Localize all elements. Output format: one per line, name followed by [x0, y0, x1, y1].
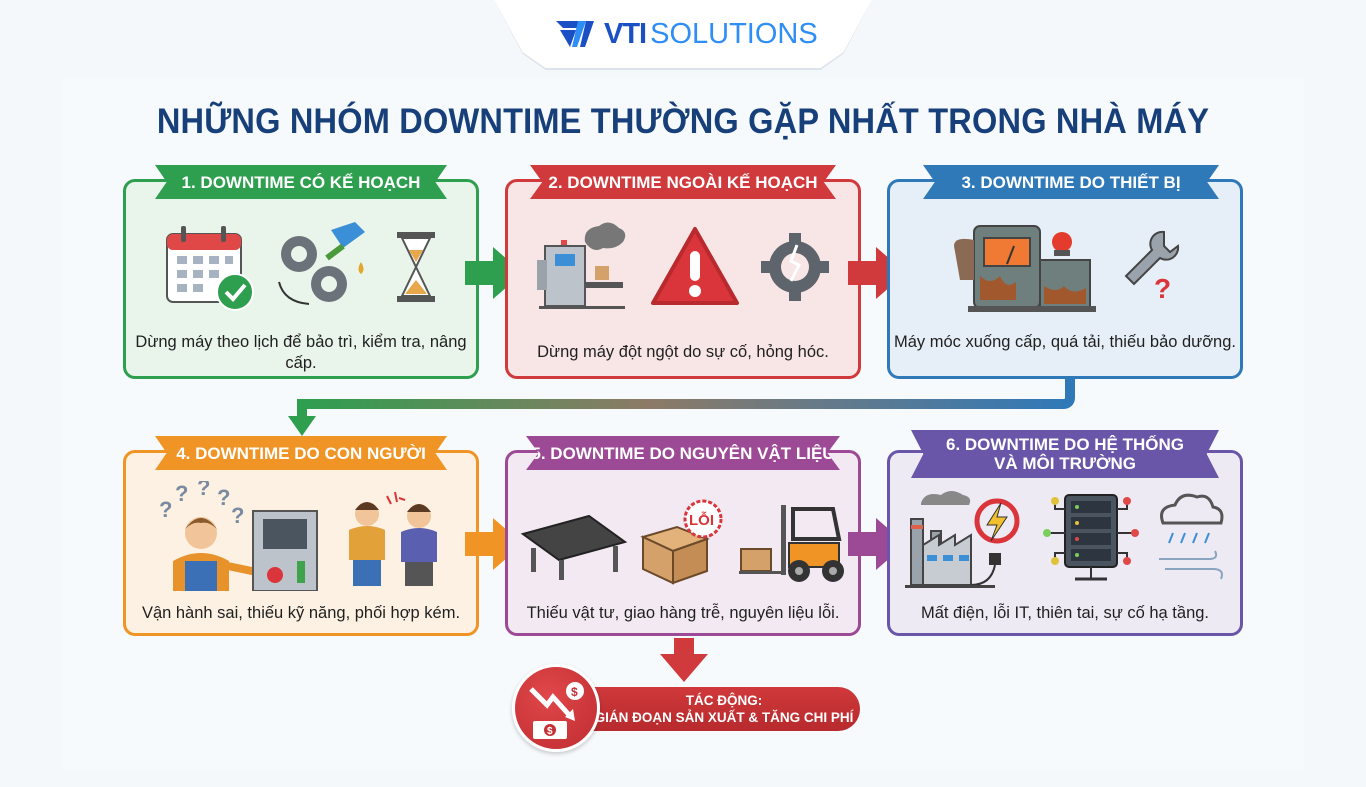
card-planned-downtime: Dừng máy theo lịch để bảo trì, kiểm tra,…: [123, 179, 479, 379]
calendar-check-icon: [166, 226, 254, 311]
logo-vti-text: VTI: [604, 17, 647, 50]
card-equipment-downtime: ? Máy móc xuống cấp, quá tải, thiếu bảo …: [887, 179, 1243, 379]
logo-tab: [492, 0, 874, 68]
card-system-environment-downtime: Mất điện, lỗi IT, thiên tai, sự cố hạ tầ…: [887, 450, 1243, 636]
hourglass-icon: [397, 232, 435, 302]
card-description: Mất điện, lỗi IT, thiên tai, sự cố hạ tầ…: [920, 604, 1210, 622]
factory-power-icon: [905, 491, 1020, 588]
forklift-icon: [739, 505, 844, 582]
card-material-downtime: LỖI Thiếu vật tư, giao hàng trễ, nguyên …: [505, 450, 861, 636]
rusty-machine-icon: [954, 225, 1096, 312]
card-title-line1: 6. DOWNTIME DO HỆ THỐNG: [946, 435, 1184, 454]
card-title-ribbon: 6. DOWNTIME DO HỆ THỐNG VÀ MÔI TRƯỜNG: [911, 430, 1219, 478]
card-title-ribbon: 1. DOWNTIME CÓ KẾ HOẠCH: [155, 165, 447, 199]
arrow-right-icon: [848, 247, 906, 299]
gears-oil-icon: [278, 222, 365, 305]
wrench-question-icon: ?: [1124, 230, 1180, 304]
arrow-right-icon: [848, 518, 906, 570]
impact-line1: TÁC ĐỘNG:: [685, 693, 763, 708]
warning-triangle-icon: [651, 227, 739, 305]
vti-logo: VTI SOLUTIONS: [556, 16, 818, 52]
card-unplanned-downtime: Dừng máy đột ngột do sự cố, hỏng hóc.: [505, 179, 861, 379]
svg-text:?: ?: [231, 503, 244, 528]
card-human-downtime: ????? Vận hành sai, thiếu kỹ năng, phối …: [123, 450, 479, 636]
svg-text:$: $: [547, 726, 553, 737]
impact-line2: GIÁN ĐOẠN SẢN XUẤT & TĂNG CHI PHÍ: [594, 710, 854, 725]
flow-connector-arrow: [288, 376, 1075, 436]
card-title-ribbon: 4. DOWNTIME DO CON NGƯỜI: [155, 436, 447, 470]
vti-logo-mark-icon: [556, 21, 594, 47]
svg-text:$: $: [571, 685, 578, 699]
svg-text:?: ?: [197, 481, 210, 500]
card-description: Máy móc xuống cấp, quá tải, thiếu bảo dư…: [894, 333, 1236, 351]
broken-gear-icon: [761, 233, 829, 301]
impact-icon-circle: $ $: [512, 664, 600, 752]
server-icon: [1043, 494, 1139, 581]
logo-solutions-text: SOLUTIONS: [650, 17, 818, 50]
impact-banner: TÁC ĐỘNG: GIÁN ĐOẠN SẢN XUẤT & TĂNG CHI …: [512, 664, 862, 752]
arrow-down-icon: [660, 638, 708, 682]
arrow-right-icon: [465, 247, 523, 299]
storm-icon: [1159, 493, 1224, 580]
card-title-line2: VÀ MÔI TRƯỜNG: [994, 454, 1136, 473]
card-title-ribbon: 2. DOWNTIME NGOÀI KẾ HOẠCH: [530, 165, 836, 199]
impact-label: TÁC ĐỘNG: GIÁN ĐOẠN SẢN XUẤT & TĂNG CHI …: [552, 687, 860, 731]
arguing-people-icon: [349, 491, 437, 586]
page-title: NHỮNG NHÓM DOWNTIME THƯỜNG GẶP NHẤT TRON…: [156, 102, 1210, 141]
svg-text:?: ?: [159, 497, 172, 522]
card-description: Thiếu vật tư, giao hàng trễ, nguyên liệu…: [526, 604, 840, 622]
card-description: Dừng máy đột ngột do sự cố, hỏng hóc.: [537, 343, 829, 361]
svg-text:?: ?: [1154, 273, 1171, 304]
card-description: Dừng máy theo lịch để bảo trì, kiểm tra,…: [135, 333, 467, 372]
card-title-ribbon: 3. DOWNTIME DO THIẾT BỊ: [923, 165, 1219, 199]
card-description: Vận hành sai, thiếu kỹ năng, phối hợp ké…: [141, 604, 461, 622]
defect-stamp-text: LỖI: [689, 511, 714, 529]
svg-text:?: ?: [217, 485, 230, 510]
card-title-ribbon: 5. DOWNTIME DO NGUYÊN VẬT LIỆU: [526, 436, 840, 470]
confused-operator-icon: ?????: [159, 481, 318, 591]
cost-decline-icon: $ $: [529, 682, 584, 739]
defective-box-icon: LỖI: [640, 499, 723, 585]
conveyor-icon: [520, 514, 628, 580]
arrow-right-icon: [465, 518, 523, 570]
smoking-machine-icon: [537, 222, 626, 309]
svg-text:?: ?: [175, 481, 188, 506]
